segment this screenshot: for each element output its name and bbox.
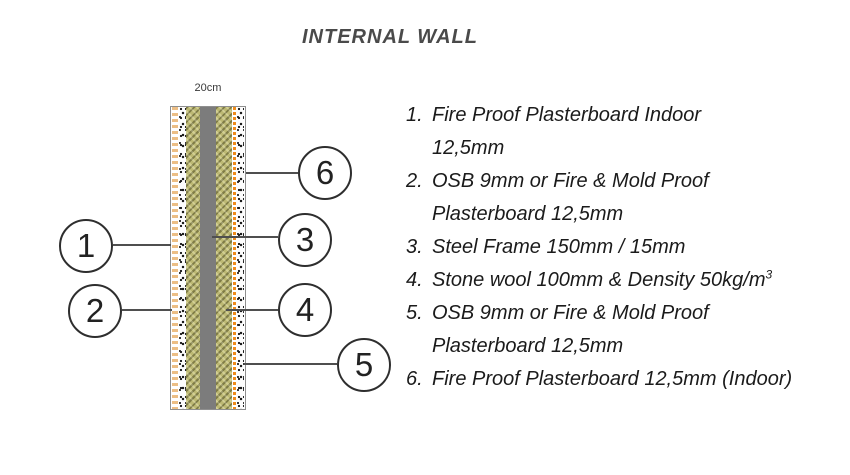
layer-osb-right [232, 107, 237, 409]
legend-line-cont: 12,5mm [432, 137, 505, 159]
callout-line-6 [246, 172, 298, 174]
legend-line: OSB 9mm or Fire & Mold Proof [432, 302, 709, 324]
callout-circle-2: 2 [68, 284, 122, 338]
page-title: INTERNAL WALL [302, 26, 478, 48]
legend-line: Fire Proof Plasterboard Indoor [432, 104, 702, 126]
callout-line-3 [212, 236, 278, 238]
callout-circle-5: 5 [337, 338, 391, 392]
legend-item-text: Stone wool 100mm & Density 50kg/m3 [432, 264, 840, 297]
density-superscript: 3 [765, 267, 773, 282]
legend-line-cont: Plasterboard 12,5mm [432, 335, 624, 357]
legend-line: Fire Proof Plasterboard 12,5mm (Indoor) [432, 368, 793, 390]
legend-item-text: Fire Proof Plasterboard 12,5mm (Indoor) [432, 363, 840, 396]
layer-steel-frame [200, 107, 216, 409]
legend-item-number: 6. [406, 368, 423, 390]
layer-stone-wool-right [216, 107, 232, 409]
callout-number-5: 5 [354, 346, 374, 383]
legend-item-number: 3. [406, 236, 423, 258]
layer-osb-left [179, 107, 186, 409]
legend-item-4: 4. Stone wool 100mm & Density 50kg/m3 [406, 264, 840, 297]
legend-line: OSB 9mm or Fire & Mold Proof [432, 170, 709, 192]
callout-number-6: 6 [315, 154, 335, 191]
callout-number-3: 3 [295, 221, 315, 258]
legend-item-number: 2. [406, 170, 423, 192]
callout-circle-6: 6 [298, 146, 352, 200]
callout-line-4 [226, 309, 278, 311]
legend-item-6: 6. Fire Proof Plasterboard 12,5mm (Indoo… [406, 363, 840, 396]
dimension-label: 20cm [194, 82, 222, 94]
legend-item-1: 1. Fire Proof Plasterboard Indoor 12,5mm [406, 99, 840, 165]
callout-circle-1: 1 [59, 219, 113, 273]
legend-item-3: 3. Steel Frame 150mm / 15mm [406, 231, 840, 264]
callout-line-1 [113, 244, 171, 246]
legend-list: 1. Fire Proof Plasterboard Indoor 12,5mm… [406, 99, 840, 396]
wall-cross-section [170, 106, 246, 410]
legend-line: Steel Frame 150mm / 15mm [432, 236, 686, 258]
callout-line-2 [122, 309, 172, 311]
layer-plasterboard-indoor-right [237, 107, 244, 409]
legend-item-text: OSB 9mm or Fire & Mold Proof Plasterboar… [432, 165, 840, 231]
callout-circle-3: 3 [278, 213, 332, 267]
legend-item-text: OSB 9mm or Fire & Mold Proof Plasterboar… [432, 297, 840, 363]
layer-plasterboard-indoor-left [171, 107, 179, 409]
legend-item-text: Steel Frame 150mm / 15mm [432, 231, 840, 264]
legend-item-text: Fire Proof Plasterboard Indoor 12,5mm [432, 99, 840, 165]
callout-number-2: 2 [85, 292, 105, 329]
legend-item-5: 5. OSB 9mm or Fire & Mold Proof Plasterb… [406, 297, 840, 363]
legend-item-number: 1. [406, 104, 423, 126]
legend-item-number: 4. [406, 269, 423, 291]
callout-number-4: 4 [295, 291, 315, 328]
callout-circle-4: 4 [278, 283, 332, 337]
legend-line: Stone wool 100mm & Density 50kg/m [432, 269, 766, 291]
callout-line-5 [244, 363, 337, 365]
legend-item-number: 5. [406, 302, 423, 324]
callout-number-1: 1 [76, 227, 96, 264]
layer-stone-wool-left [186, 107, 200, 409]
legend-line-cont: Plasterboard 12,5mm [432, 203, 624, 225]
legend-item-2: 2. OSB 9mm or Fire & Mold Proof Plasterb… [406, 165, 840, 231]
